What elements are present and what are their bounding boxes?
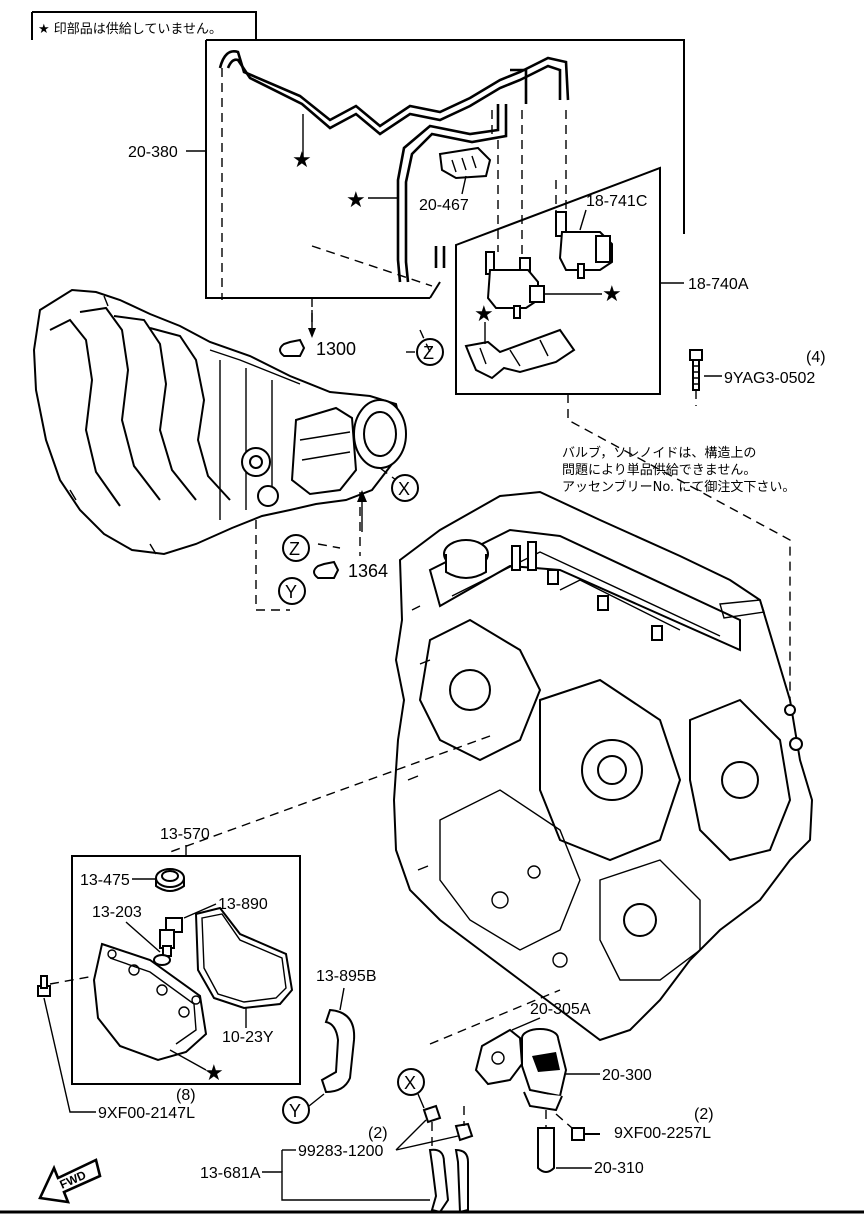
note-block: バルブ，ソレノイドは、構造上の 問題により単品供給できません。 アッセンブリーN…: [562, 445, 795, 495]
svg-text:X: X: [398, 479, 410, 499]
label-18-741C: 18-741C: [586, 193, 647, 210]
star-icon: ★: [474, 301, 494, 326]
cylinder-head-cover: [92, 942, 208, 1062]
hose-assembly-frame: [205, 39, 685, 299]
seal-13-475: [155, 868, 185, 892]
label-20-310: 20-310: [594, 1160, 644, 1177]
marker-y-bottom: Y: [282, 1093, 325, 1124]
intake-manifold: [32, 288, 407, 556]
legend-text: ★ 印部品は供給していません。: [38, 22, 222, 37]
ref-1300: 1300: [279, 310, 356, 359]
qty-9XF00-2257L: (2): [694, 1106, 714, 1123]
label-13-203: 13-203: [92, 904, 142, 921]
label-9YAG3-0502: 9YAG3-0502: [724, 370, 815, 387]
star-icon: ★: [204, 1060, 224, 1085]
marker-y-mid: Y: [278, 577, 306, 605]
bolt-9YAG3-0502: [689, 349, 703, 406]
pcv-valve-13-890: [159, 917, 183, 957]
ref-1300-text: 1300: [316, 339, 356, 359]
gasket-10-23Y: [194, 906, 294, 1010]
pipe-20-310: [537, 1110, 555, 1173]
ref-1364: 1364: [313, 490, 388, 581]
star-icon: ★: [602, 281, 622, 306]
marker-z-top: Z: [406, 338, 444, 366]
label-9XF00-2257L: 9XF00-2257L: [614, 1125, 711, 1142]
middle-leaders: [169, 735, 561, 1045]
marker-x-top: X: [391, 474, 419, 502]
fwd-arrow: FWD: [38, 1158, 102, 1204]
vacuum-hoses: [218, 50, 570, 283]
egr-valve: [474, 1028, 568, 1112]
star-icon: ★: [346, 187, 366, 212]
star-icon: ★: [292, 147, 312, 172]
svg-text:Z: Z: [423, 343, 434, 363]
label-9XF00-2147L: 9XF00-2147L: [98, 1105, 195, 1122]
solenoid-valve-upper: [555, 211, 613, 279]
note-line-2: 問題により単品供給できません。: [562, 462, 756, 478]
label-18-740A: 18-740A: [688, 276, 749, 293]
qty-9XF00-2147L: (8): [176, 1087, 196, 1104]
label-99283-1200: 99283-1200: [298, 1143, 384, 1160]
solenoid-leaders: [491, 110, 791, 712]
solenoid-frame: 18-740A 18-741C ★ ★: [455, 166, 749, 395]
label-13-475: 13-475: [80, 872, 130, 889]
svg-text:X: X: [404, 1073, 416, 1093]
bolt-9XF00-2257L: [555, 1113, 600, 1141]
label-13-681A: 13-681A: [200, 1165, 261, 1182]
engine-block: [392, 490, 814, 1042]
qty-99283: (2): [368, 1125, 388, 1142]
label-20-305A: 20-305A: [530, 1001, 591, 1018]
label-13-895B: 13-895B: [316, 968, 377, 985]
hose-13-681A: [422, 1104, 474, 1214]
solenoid-valve-lower: [485, 251, 545, 319]
cam-cover-frame: 13-570 13-475 13-890 13-203 10-23Y: [71, 826, 301, 1085]
note-line-3: アッセンブリーNo. にて御注文下さい。: [562, 479, 795, 495]
label-10-23Y: 10-23Y: [222, 1029, 274, 1046]
label-13-890: 13-890: [218, 896, 268, 913]
manifold-leaders: [221, 68, 433, 611]
solenoid-bracket: [464, 328, 576, 380]
bolt-9XF00-2147L: [37, 975, 95, 997]
legend: ★ 印部品は供給していません。: [31, 11, 257, 40]
hose-13-895B: [320, 1008, 356, 1094]
svg-text:Y: Y: [285, 582, 297, 602]
label-20-467: 20-467: [419, 197, 469, 214]
marker-x-bottom: X: [397, 1068, 425, 1109]
svg-text:Y: Y: [289, 1101, 301, 1121]
star-markers-top: ★ ★: [292, 114, 398, 212]
marker-z-mid: Z: [282, 534, 310, 562]
note-line-1: バルブ，ソレノイドは、構造上の: [562, 445, 756, 461]
qty-9YAG3: (4): [806, 349, 826, 366]
label-20-300: 20-300: [602, 1067, 652, 1084]
label-20-380: 20-380: [128, 144, 178, 161]
ref-1364-text: 1364: [348, 561, 388, 581]
svg-text:Z: Z: [289, 539, 300, 559]
label-13-570: 13-570: [160, 826, 210, 843]
